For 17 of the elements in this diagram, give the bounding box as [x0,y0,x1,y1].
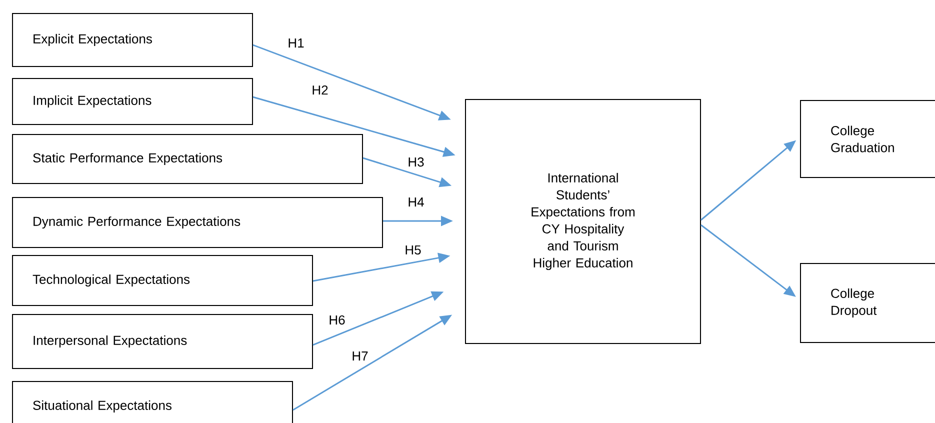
text-box: Situational Expectations [12,381,293,423]
text-box: Implicit Expectations [12,78,253,125]
edge-label: H2 [312,85,328,95]
text-box: Technological Expectations [12,255,313,306]
text-box: International Students’ Expectations from CY Hospitality and Tourism Higher Education [465,99,701,344]
text-box: Interpersonal Expectations [12,314,313,369]
edge-label: H4 [408,198,424,206]
edge-label: H7 [352,352,368,360]
edge-label: H5 [406,245,421,255]
edge-label: H3 [408,157,424,167]
edge-label: H1 [288,38,304,48]
text-box: Static Performance Expectations [12,134,363,184]
text-box: Explicit Expectations [12,13,253,67]
text-box: Dynamic Performance Expectations [12,197,383,248]
edge-label: H6 [330,315,345,325]
text-box: College Graduation [800,100,935,178]
text-box: College Dropout [800,263,935,343]
